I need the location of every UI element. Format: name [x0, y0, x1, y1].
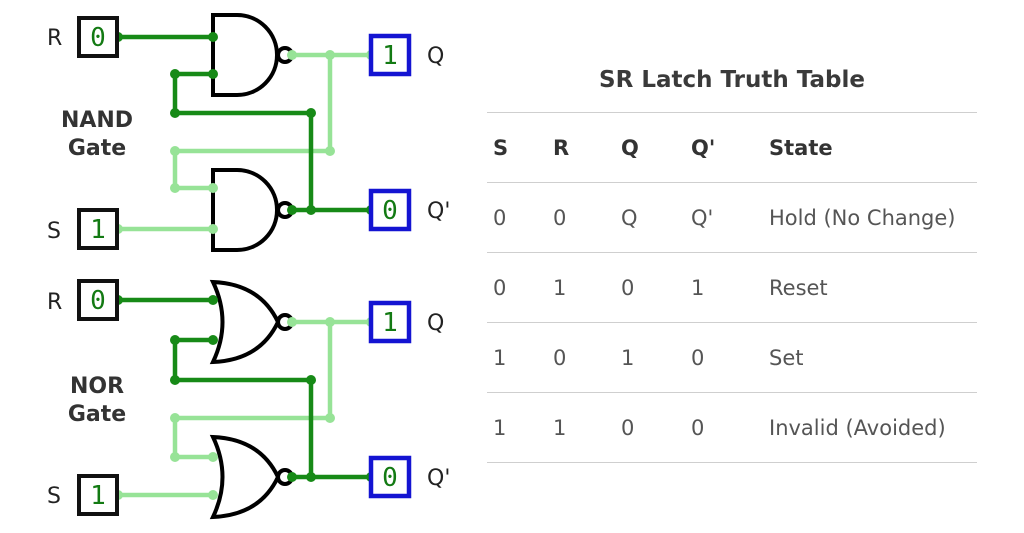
- nand-gate-top: [211, 13, 279, 97]
- table-cell: 0: [685, 322, 763, 393]
- nor-latch: 0 1 1 0 R S Q Q' NOR Gate: [47, 279, 450, 520]
- nor-r-label: R: [47, 290, 62, 315]
- junction-dot: [325, 50, 335, 60]
- nand-latch: 0 1 1 0 R S Q Q' NAND Gate: [47, 13, 450, 252]
- table-row: 1 1 0 0 Invalid (Avoided): [487, 392, 977, 463]
- nor-s-label: S: [47, 484, 61, 509]
- junction-dot: [287, 317, 297, 327]
- junction-dot: [306, 375, 316, 385]
- junction-dot: [208, 183, 218, 193]
- truth-table: S R Q Q' State 0 0 Q Q' Hold (No Change)…: [487, 112, 977, 463]
- nor-qbar-value: 0: [382, 463, 398, 493]
- junction-dot: [208, 490, 218, 500]
- nand-s-label: S: [47, 219, 61, 244]
- junction-dot: [170, 335, 180, 345]
- column-header: R: [547, 112, 615, 183]
- table-cell: Reset: [763, 252, 977, 323]
- table-cell: 1: [487, 322, 547, 393]
- nor-qbar-label: Q': [427, 466, 450, 491]
- nor-r-value: 0: [90, 286, 106, 316]
- nor-qbar-output-pin: [368, 455, 412, 499]
- junction-dot: [287, 205, 297, 215]
- nand-qbar-label: Q': [427, 199, 450, 224]
- nand-q-output-pin: [368, 33, 412, 77]
- nand-s-input-pin[interactable]: [77, 208, 119, 250]
- junction-dot: [208, 69, 218, 79]
- junction-dot: [325, 413, 335, 423]
- nor-gate-bottom: [209, 434, 281, 520]
- nand-qbar-value: 0: [382, 196, 398, 226]
- junction-dot: [208, 335, 218, 345]
- nand-r-input-pin[interactable]: [77, 16, 119, 58]
- table-row: 0 0 Q Q' Hold (No Change): [487, 182, 977, 253]
- table-cell: 0: [487, 252, 547, 323]
- nand-gate-label-line2: Gate: [68, 136, 126, 161]
- table-cell: 1: [685, 252, 763, 323]
- nor-q-output-pin: [368, 300, 412, 344]
- junction-dot: [170, 375, 180, 385]
- table-cell: 0: [487, 182, 547, 253]
- junction-dot: [287, 50, 297, 60]
- truth-table-panel: SR Latch Truth Table S R Q Q' State 0 0 …: [487, 60, 977, 463]
- nand-q-value: 1: [382, 41, 398, 71]
- column-header: State: [763, 112, 977, 183]
- table-cell: 1: [615, 322, 685, 393]
- nand-gate-bottom: [211, 168, 279, 252]
- nor-q-label: Q: [427, 311, 444, 336]
- table-cell: 0: [615, 252, 685, 323]
- table-row: 0 1 0 1 Reset: [487, 252, 977, 323]
- table-cell: 1: [547, 392, 615, 463]
- junction-dot: [306, 205, 316, 215]
- table-cell: 1: [547, 252, 615, 323]
- table-cell: Q': [685, 182, 763, 253]
- table-cell: Q: [615, 182, 685, 253]
- table-cell: 1: [487, 392, 547, 463]
- nand-s-value: 1: [90, 215, 106, 245]
- junction-dot: [208, 224, 218, 234]
- junction-dot: [170, 69, 180, 79]
- table-cell: 0: [685, 392, 763, 463]
- nor-gate-label-line1: NOR: [70, 374, 124, 399]
- table-cell: 0: [547, 322, 615, 393]
- junction-dot: [208, 32, 218, 42]
- truth-table-title: SR Latch Truth Table: [599, 67, 865, 93]
- column-header: Q': [685, 112, 763, 183]
- junction-dot: [170, 183, 180, 193]
- table-row: 1 0 1 0 Set: [487, 322, 977, 393]
- table-cell: Invalid (Avoided): [763, 392, 977, 463]
- sr-latch-circuits: 0 1 1 0 R S Q Q' NAND Gate: [47, 13, 450, 520]
- junction-dot: [208, 452, 218, 462]
- nor-s-input-pin[interactable]: [77, 474, 119, 516]
- junction-dot: [287, 472, 297, 482]
- column-header: S: [487, 112, 547, 183]
- table-cell: 0: [615, 392, 685, 463]
- nand-r-value: 0: [90, 23, 106, 53]
- junction-dot: [170, 108, 180, 118]
- nand-q-label: Q: [427, 44, 444, 69]
- junction-dot: [325, 146, 335, 156]
- nor-gate-label-line2: Gate: [68, 402, 126, 427]
- table-cell: Set: [763, 322, 977, 393]
- nor-r-input-pin[interactable]: [77, 279, 119, 321]
- table-cell: 0: [547, 182, 615, 253]
- junction-dot: [306, 108, 316, 118]
- table-header-row: S R Q Q' State: [487, 112, 977, 183]
- junction-dot: [170, 413, 180, 423]
- nand-gate-label-line1: NAND: [61, 108, 133, 133]
- junction-dot: [170, 452, 180, 462]
- junction-dot: [306, 472, 316, 482]
- column-header: Q: [615, 112, 685, 183]
- table-cell: Hold (No Change): [763, 182, 977, 253]
- nor-gate-top: [209, 279, 281, 365]
- nor-q-value: 1: [382, 308, 398, 338]
- junction-dot: [325, 317, 335, 327]
- nand-r-label: R: [47, 26, 62, 51]
- junction-dot: [208, 295, 218, 305]
- nor-s-value: 1: [90, 481, 106, 511]
- junction-dot: [170, 146, 180, 156]
- nand-qbar-output-pin: [368, 188, 412, 232]
